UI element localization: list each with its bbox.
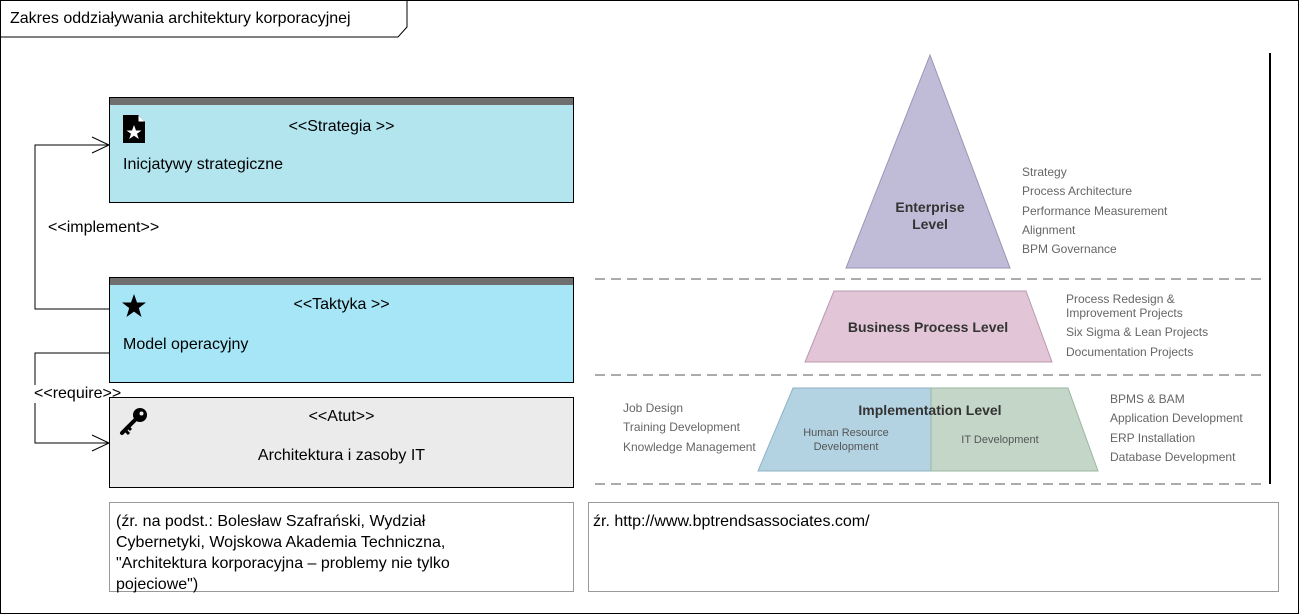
business-items: Process Redesign & Improvement Projects … (1066, 292, 1208, 359)
diagram-title: Zakres oddziaływania architektury korpor… (10, 10, 351, 27)
business-item: Improvement Projects (1066, 306, 1183, 320)
implement-label: <<implement>> (48, 219, 160, 236)
implementation-right-item: Application Development (1110, 411, 1243, 425)
enterprise-item: Alignment (1022, 223, 1076, 237)
enterprise-items: Strategy Process Architecture Performanc… (1022, 165, 1168, 256)
implementation-right-item: BPMS & BAM (1110, 392, 1185, 406)
enterprise-title-2: Level (912, 216, 948, 232)
implementation-right-item: ERP Installation (1110, 431, 1195, 445)
enterprise-item: Performance Measurement (1022, 204, 1168, 218)
note-text: (źr. na podst.: Bolesław Szafrański, Wyd… (116, 511, 450, 595)
document-star-icon (123, 115, 145, 143)
atut-box[interactable]: <<Atut>> Architektura i zasoby IT (109, 397, 574, 488)
implementation-right-item: Database Development (1110, 450, 1236, 464)
it-development-label: IT Development (961, 434, 1038, 446)
note-line: "Architektura korporacyjna – problemy ni… (116, 555, 450, 572)
strategia-box[interactable]: <<Strategia >> Inicjatywy strategiczne (109, 97, 574, 203)
note-line: (źr. na podst.: Bolesław Szafrański, Wyd… (116, 513, 426, 530)
hr-label-2: Development (814, 441, 879, 453)
it-development-section (930, 387, 1099, 472)
hr-label-1: Human Resource (803, 427, 889, 439)
taktyka-box[interactable]: <<Taktyka >> Model operacyjny (109, 277, 574, 383)
box-name: Model operacyjny (123, 336, 249, 353)
implementation-left-item: Training Development (623, 420, 741, 434)
implementation-left-item: Knowledge Management (623, 440, 756, 454)
note-line: pojeciowe") (116, 576, 199, 593)
box-stereotype: <<Taktyka >> (293, 296, 390, 313)
enterprise-level-triangle (845, 53, 1011, 269)
bpm-pyramid-figure: Enterprise Level Strategy Process Archit… (590, 50, 1280, 490)
implementation-left-items: Job Design Training Development Knowledg… (623, 401, 756, 454)
box-header-bar (110, 278, 573, 285)
box-stereotype: <<Strategia >> (288, 118, 395, 135)
implementation-right-items: BPMS & BAM Application Development ERP I… (1110, 392, 1243, 464)
enterprise-item: Process Architecture (1022, 184, 1132, 198)
note-line: Cybernetyki, Wojskowa Akademia Techniczn… (116, 534, 446, 551)
implementation-left-item: Job Design (623, 401, 683, 415)
box-name: Architektura i zasoby IT (257, 447, 426, 464)
business-item: Six Sigma & Lean Projects (1066, 325, 1208, 339)
box-name: Inicjatywy strategiczne (123, 156, 284, 173)
business-process-title: Business Process Level (848, 319, 1008, 335)
box-stereotype: <<Atut>> (308, 408, 375, 425)
source-note-right: źr. http://www.bptrendsassociates.com/ (588, 502, 1279, 592)
enterprise-title-1: Enterprise (895, 199, 964, 215)
star-icon (122, 294, 146, 317)
require-label: <<require>> (34, 385, 122, 403)
business-item: Process Redesign & (1066, 292, 1175, 306)
note-line: źr. http://www.bptrendsassociates.com/ (593, 513, 870, 530)
enterprise-item: Strategy (1022, 165, 1067, 179)
implementation-title: Implementation Level (858, 402, 1001, 418)
business-item: Documentation Projects (1066, 345, 1193, 359)
source-note-left: (źr. na podst.: Bolesław Szafrański, Wyd… (109, 502, 574, 595)
box-header-bar (110, 98, 573, 105)
diagram-title-tab (0, 1, 408, 38)
business-process-trapezoid (804, 290, 1053, 363)
enterprise-item: BPM Governance (1022, 242, 1117, 256)
key-icon (120, 408, 147, 436)
